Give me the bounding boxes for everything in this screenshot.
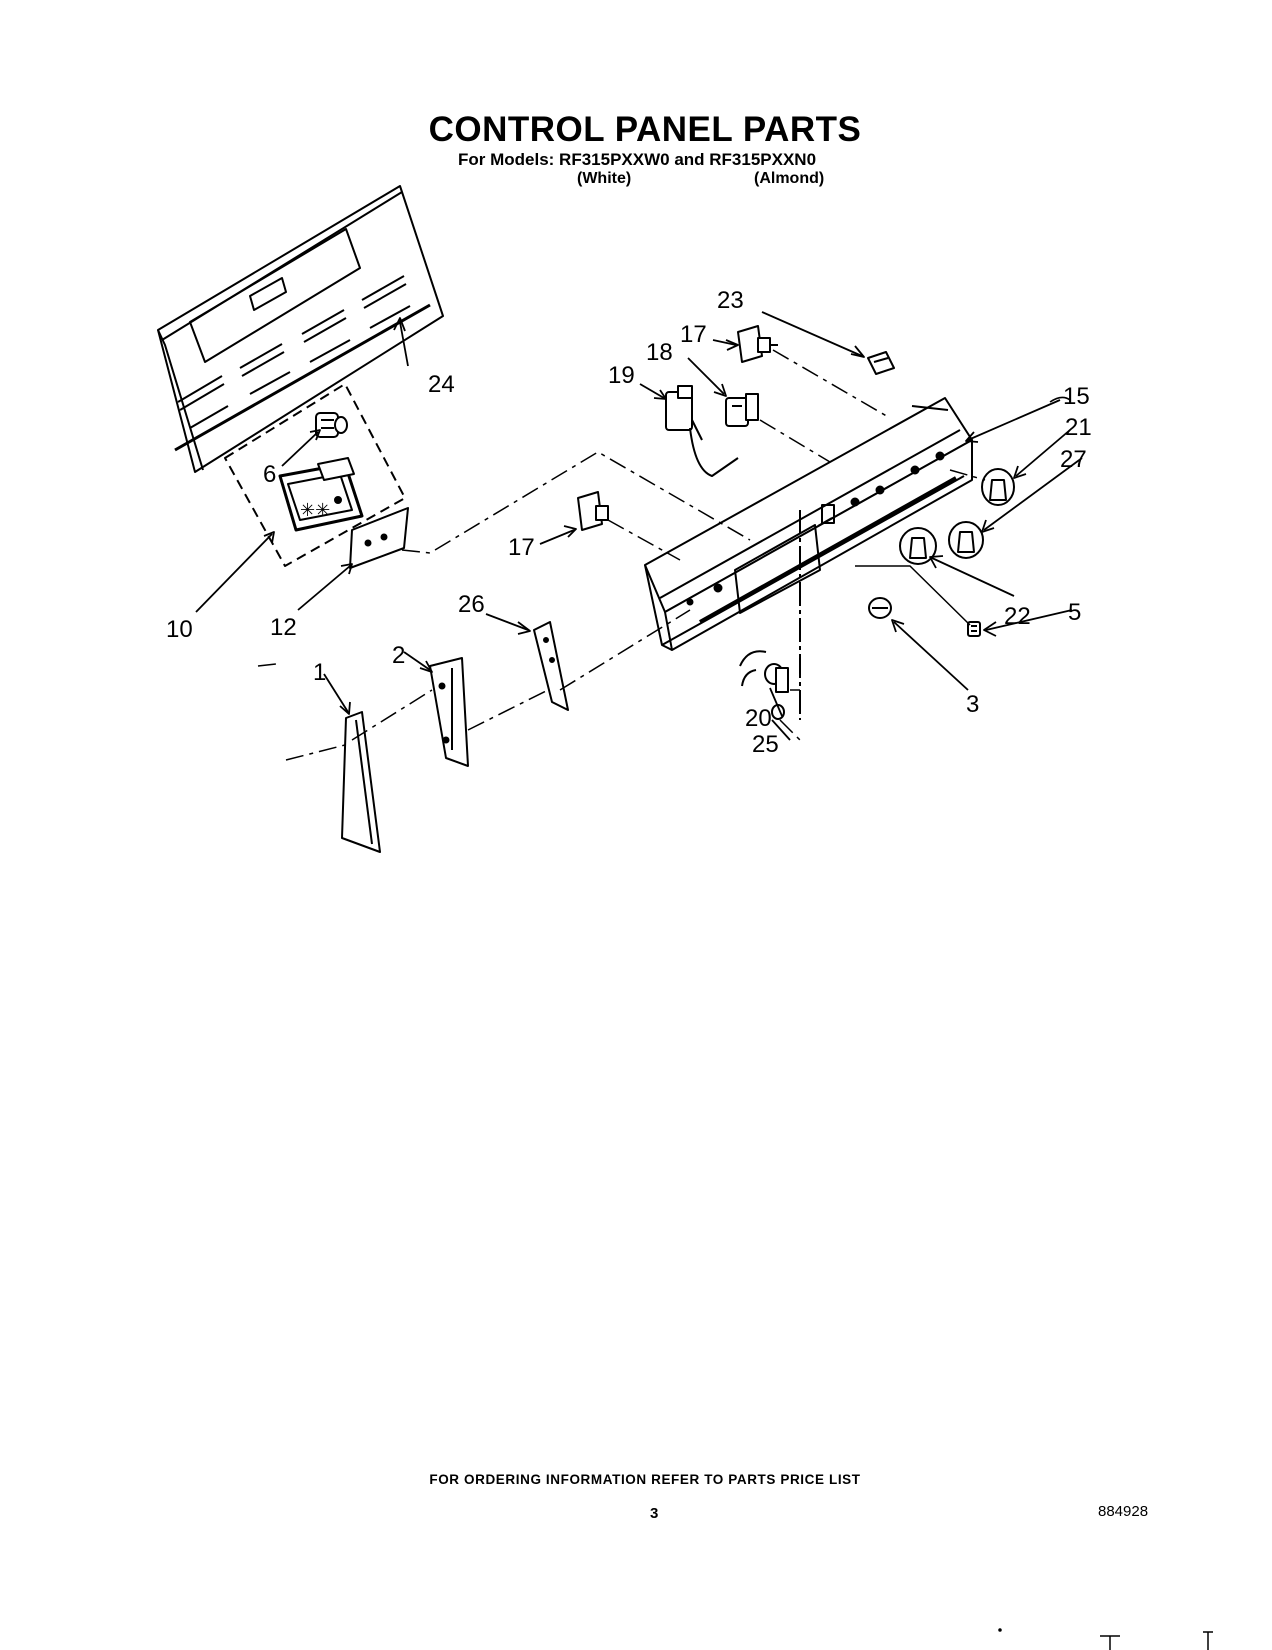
callout-20: 20 (745, 705, 772, 732)
knob-27 (948, 521, 984, 559)
clock-timer: ✳✳ (278, 457, 364, 532)
callout-22: 22 (1004, 603, 1031, 630)
callout-12: 12 (270, 614, 297, 641)
end-cap-2 (429, 657, 469, 767)
thermostat (665, 385, 739, 477)
callout-26: 26 (458, 591, 485, 618)
knob-insert-5 (967, 621, 981, 637)
callout-17-lower: 17 (508, 534, 535, 561)
callout-10: 10 (166, 616, 193, 643)
callout-2: 2 (392, 642, 405, 669)
terminal-connector (867, 351, 895, 375)
side-trim-1 (341, 711, 381, 853)
control-panel (644, 397, 973, 720)
assembly-lines (257, 349, 986, 761)
knob-22 (899, 527, 937, 565)
callout-27: 27 (1060, 446, 1087, 473)
callout-5: 5 (1068, 599, 1081, 626)
callout-24: 24 (428, 371, 455, 398)
clock-lens-plate (349, 507, 409, 569)
color-almond-label: (Almond) (754, 170, 825, 187)
svg-text:✳✳: ✳✳ (300, 500, 330, 520)
knob-21 (981, 468, 1015, 506)
knob-3 (868, 597, 892, 619)
page-number: 3 (650, 1505, 659, 1522)
crop-marks (998, 1628, 1213, 1650)
callout-15: 15 (1063, 383, 1090, 410)
ordering-info-note: FOR ORDERING INFORMATION REFER TO PARTS … (429, 1472, 861, 1487)
clock-knob (315, 412, 348, 438)
callout-6: 6 (263, 461, 276, 488)
callout-1: 1 (313, 659, 326, 686)
callout-17-upper: 17 (680, 321, 707, 348)
switch-upper (737, 325, 778, 363)
callout-23: 23 (717, 287, 744, 314)
callout-21: 21 (1065, 414, 1092, 441)
callout-3: 3 (966, 691, 979, 718)
callout-25: 25 (752, 731, 779, 758)
callout-19: 19 (608, 362, 635, 389)
color-white-label: (White) (577, 170, 632, 187)
models-line: For Models: RF315PXXW0 and RF315PXXN0 (458, 150, 817, 169)
callout-leaders (195, 311, 1083, 741)
clock-group-outline (224, 383, 406, 567)
switch-18 (725, 393, 759, 427)
switch-lower (577, 491, 609, 531)
end-cap-26 (533, 621, 569, 711)
callout-18: 18 (646, 339, 673, 366)
back-guard-panel (157, 185, 444, 473)
document-number: 884928 (1098, 1503, 1149, 1520)
page-title: CONTROL PANEL PARTS (428, 110, 862, 149)
callout-labels: 24 6 10 12 17 26 2 1 19 18 17 23 15 21 2… (166, 287, 1092, 758)
